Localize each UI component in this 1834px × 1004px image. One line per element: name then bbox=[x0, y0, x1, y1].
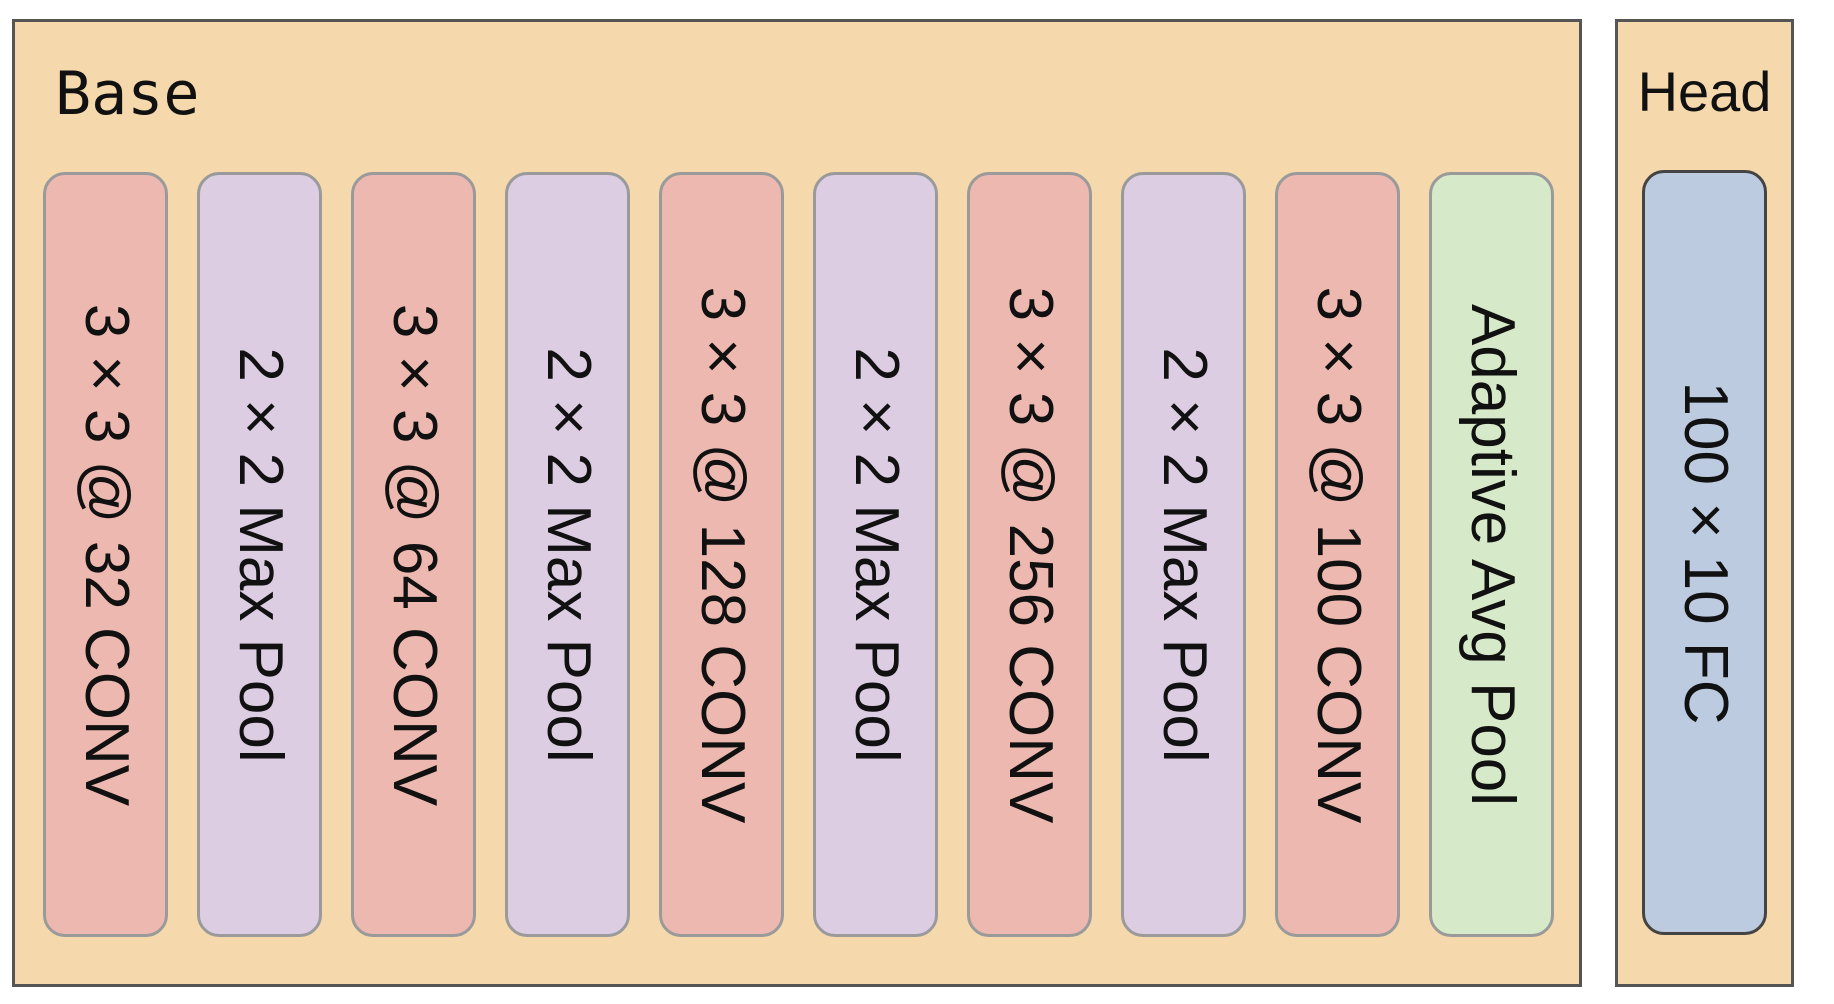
conv-block-100-label: 3 × 3 @ 100 CONV bbox=[1303, 286, 1373, 823]
conv-block-128: 3 × 3 @ 128 CONV bbox=[659, 172, 784, 937]
max-pool-block-2: 2 × 2 Max Pool bbox=[505, 172, 630, 937]
max-pool-block-3-label: 2 × 2 Max Pool bbox=[841, 346, 911, 763]
max-pool-block-3: 2 × 2 Max Pool bbox=[813, 172, 938, 937]
conv-block-256-label: 3 × 3 @ 256 CONV bbox=[995, 286, 1065, 823]
conv-block-256: 3 × 3 @ 256 CONV bbox=[967, 172, 1092, 937]
fc-block-label: 100 × 10 FC bbox=[1670, 381, 1740, 724]
conv-block-32-label: 3 × 3 @ 32 CONV bbox=[71, 303, 141, 806]
fc-block: 100 × 10 FC bbox=[1642, 170, 1767, 935]
base-title: Base bbox=[55, 59, 200, 129]
head-title: Head bbox=[1637, 60, 1772, 123]
max-pool-block-1-label: 2 × 2 Max Pool bbox=[225, 346, 295, 763]
max-pool-block-4-label: 2 × 2 Max Pool bbox=[1149, 346, 1219, 763]
max-pool-block-2-label: 2 × 2 Max Pool bbox=[533, 346, 603, 763]
head-panel: Head 100 × 10 FC bbox=[1615, 19, 1794, 987]
conv-block-64: 3 × 3 @ 64 CONV bbox=[351, 172, 476, 937]
conv-block-128-label: 3 × 3 @ 128 CONV bbox=[687, 286, 757, 823]
conv-block-100: 3 × 3 @ 100 CONV bbox=[1275, 172, 1400, 937]
max-pool-block-4: 2 × 2 Max Pool bbox=[1121, 172, 1246, 937]
base-panel: Base 3 × 3 @ 32 CONV 2 × 2 Max Pool 3 × … bbox=[12, 19, 1582, 987]
conv-block-64-label: 3 × 3 @ 64 CONV bbox=[379, 303, 449, 806]
adaptive-avg-pool-block: Adaptive Avg Pool bbox=[1429, 172, 1554, 937]
conv-block-32: 3 × 3 @ 32 CONV bbox=[43, 172, 168, 937]
adaptive-avg-pool-label: Adaptive Avg Pool bbox=[1457, 303, 1527, 806]
max-pool-block-1: 2 × 2 Max Pool bbox=[197, 172, 322, 937]
